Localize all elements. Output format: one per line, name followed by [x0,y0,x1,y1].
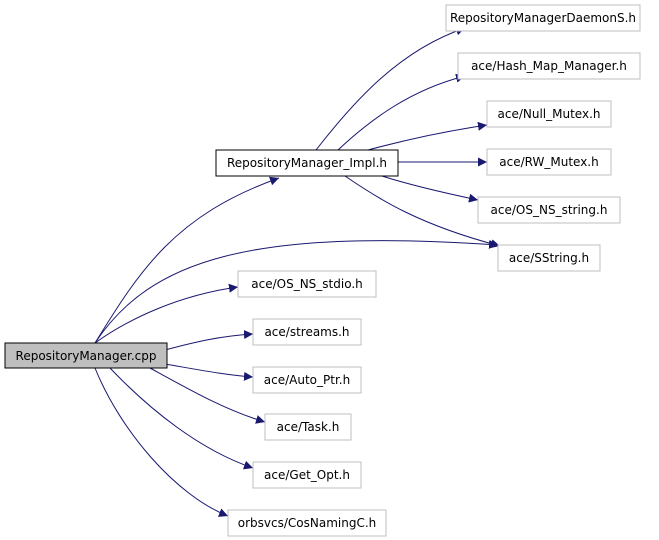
edge-root-to-cosnaming [94,367,229,517]
node-cosnaming-label: orbsvcs/CosNamingC.h [238,516,377,530]
node-streams[interactable]: ace/streams.h [252,318,362,346]
node-cosnaming[interactable]: orbsvcs/CosNamingC.h [227,509,387,537]
node-nullmutex[interactable]: ace/Null_Mutex.h [486,100,612,128]
node-streams-label: ace/streams.h [264,325,349,339]
node-root-label: RepositoryManager.cpp [16,349,157,363]
edge-impl-to-sstring [344,175,501,249]
edge-impl-to-hashmap [337,73,466,151]
node-osnsstring-label: ace/OS_NS_string.h [491,203,608,217]
node-osnsstdio-label: ace/OS_NS_stdio.h [251,277,363,291]
node-daemon-label: RepositoryManagerDaemonS.h [450,11,636,25]
node-sstring-label: ace/SString.h [509,251,589,265]
edge-root-to-impl [94,176,280,344]
node-hashmap-label: ace/Hash_Map_Manager.h [471,59,627,73]
edge-root-to-streams [164,330,254,351]
node-autoptr[interactable]: ace/Auto_Ptr.h [252,366,362,394]
node-hashmap[interactable]: ace/Hash_Map_Manager.h [457,52,641,80]
node-nullmutex-label: ace/Null_Mutex.h [498,107,601,121]
edges-layer [94,26,501,517]
edge-root-to-osnsstdio [94,283,239,344]
edge-root-to-getopt [109,367,254,470]
node-rwmutex[interactable]: ace/RW_Mutex.h [486,148,612,176]
node-impl-label: RepositoryManager_Impl.h [227,156,387,170]
edge-root-to-task [149,367,266,424]
edge-impl-to-nullmutex [367,121,488,151]
node-autoptr-label: ace/Auto_Ptr.h [264,373,350,387]
node-sstring[interactable]: ace/SString.h [497,244,601,272]
node-osnsstring[interactable]: ace/OS_NS_string.h [477,196,621,224]
node-task-label: ace/Task.h [277,420,340,434]
edge-root-to-autoptr [164,363,254,381]
node-impl[interactable]: RepositoryManager_Impl.h [215,149,399,177]
node-getopt-label: ace/Get_Opt.h [264,468,350,482]
node-osnsstdio[interactable]: ace/OS_NS_stdio.h [237,270,377,298]
nodes-layer: RepositoryManager.cpp RepositoryManager_… [4,4,641,537]
node-task[interactable]: ace/Task.h [264,413,352,441]
node-daemon[interactable]: RepositoryManagerDaemonS.h [445,4,641,32]
node-getopt[interactable]: ace/Get_Opt.h [252,461,362,489]
edge-impl-to-daemon [315,26,466,151]
edge-impl-to-osnsstring [381,175,479,203]
node-rwmutex-label: ace/RW_Mutex.h [499,155,598,169]
edge-root-to-sstring [94,239,499,344]
node-root[interactable]: RepositoryManager.cpp [4,342,168,369]
